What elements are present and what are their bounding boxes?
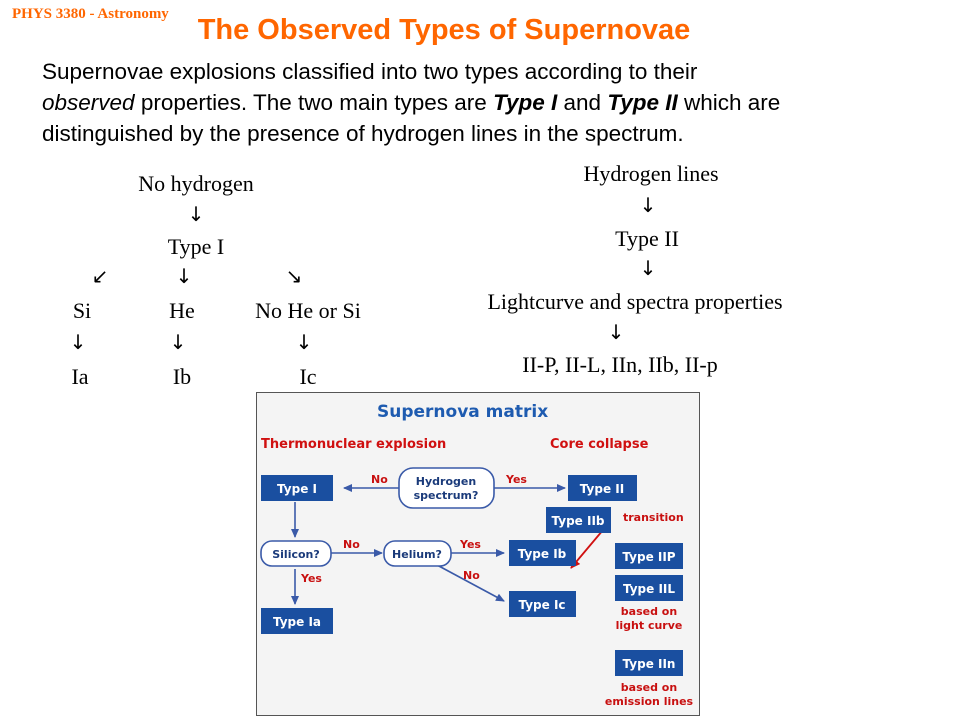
type-iil-box-label: Type IIL <box>623 582 675 596</box>
type-iin-box-label: Type IIn <box>623 657 676 671</box>
no-hydrogen-label: No hydrogen <box>138 171 254 196</box>
arrow-down-icon: ↓ <box>169 330 187 354</box>
intro-line-1: Supernovae explosions classified into tw… <box>42 59 698 84</box>
intro-observed: observed <box>42 90 135 115</box>
intro-and: and <box>557 90 608 115</box>
intro-type-i: Type I <box>493 90 558 115</box>
silicon-question-label: Silicon? <box>272 548 320 561</box>
hydrogen-question-line-1: Hydrogen <box>416 475 476 488</box>
light-curve-caption-1: based on <box>621 605 677 618</box>
result-ic: Ic <box>299 364 317 389</box>
arrow-down-left-icon: ↙ <box>91 264 109 288</box>
arrow-down-icon: ↓ <box>607 320 625 344</box>
type-ia-box-label: Type Ia <box>273 615 321 629</box>
yes-label: Yes <box>505 473 527 486</box>
lightcurve-properties-label: Lightcurve and spectra properties <box>487 289 783 314</box>
type-ii-box <box>568 475 637 501</box>
type-i-label: Type I <box>167 234 225 259</box>
arrow-down-right-icon: ↘ <box>285 264 303 288</box>
emission-caption-1: based on <box>621 681 677 694</box>
supernova-matrix-figure: Supernova matrix Thermonuclear explosion… <box>256 392 700 716</box>
type-iib-box-label: Type IIb <box>551 514 604 528</box>
type-iip-box <box>615 543 683 569</box>
core-collapse-heading: Core collapse <box>550 437 649 452</box>
branch-no-he-or-si: No He or Si <box>255 298 361 323</box>
result-ia: Ia <box>71 364 89 389</box>
type-ic-box-label: Type Ic <box>518 598 565 612</box>
thermonuclear-heading: Thermonuclear explosion <box>261 437 446 452</box>
branch-he: He <box>169 298 195 323</box>
type-ib-box-label: Type Ib <box>518 547 567 561</box>
matrix-arrows <box>291 484 566 605</box>
type-ib-box <box>509 540 576 566</box>
silicon-question-bubble <box>260 540 332 567</box>
hydrogen-question-bubble <box>398 467 495 509</box>
hydrogen-question-line-2: spectrum? <box>414 489 479 502</box>
intro-type-ii: Type II <box>607 90 678 115</box>
type-ii-label: Type II <box>615 226 679 251</box>
type-iib-box <box>546 507 611 533</box>
no-label: No <box>343 538 360 551</box>
type-ic-box <box>509 591 576 617</box>
type-ii-subtypes-label: II-P, II-L, IIn, IIb, II-p <box>522 352 718 377</box>
type-iip-box-label: Type IIP <box>622 550 675 564</box>
no-label: No <box>371 473 388 486</box>
helium-question-label: Helium? <box>392 548 442 561</box>
no-label: No <box>463 569 480 582</box>
hydrogen-lines-label: Hydrogen lines <box>583 161 719 186</box>
yes-label: Yes <box>300 572 322 585</box>
arrow-down-icon: ↓ <box>639 256 657 280</box>
type-i-box-label: Type I <box>277 482 317 496</box>
type-i-box <box>261 475 333 501</box>
transition-label: transition <box>623 511 684 524</box>
arrow-down-icon: ↓ <box>295 330 313 354</box>
type-iil-box <box>615 575 683 601</box>
slide-title: The Observed Types of Supernovae <box>197 14 691 46</box>
type-ia-box <box>261 608 333 634</box>
arrow-down-icon: ↓ <box>187 202 205 226</box>
intro-line-2a: properties. The two main types are <box>134 90 494 115</box>
intro-line-2b: which are <box>677 90 781 115</box>
course-label: PHYS 3380 - Astronomy <box>12 6 169 22</box>
transition-arrow <box>570 529 604 569</box>
result-ib: Ib <box>172 364 192 389</box>
type-ii-box-label: Type II <box>580 482 624 496</box>
emission-caption-2: emission lines <box>605 695 694 708</box>
light-curve-caption-2: light curve <box>616 619 683 632</box>
arrow-down-icon: ↓ <box>69 330 87 354</box>
intro-line-3: distinguished by the presence of hydroge… <box>42 121 684 146</box>
type-iin-box <box>615 650 683 676</box>
helium-question-bubble <box>383 540 452 567</box>
yes-label: Yes <box>459 538 481 551</box>
matrix-title: Supernova matrix <box>377 402 548 422</box>
branch-si: Si <box>72 298 92 323</box>
arrow-down-icon: ↓ <box>639 193 657 217</box>
arrow-down-icon: ↓ <box>175 264 193 288</box>
intro-paragraph: Supernovae explosions classified into tw… <box>42 56 942 149</box>
